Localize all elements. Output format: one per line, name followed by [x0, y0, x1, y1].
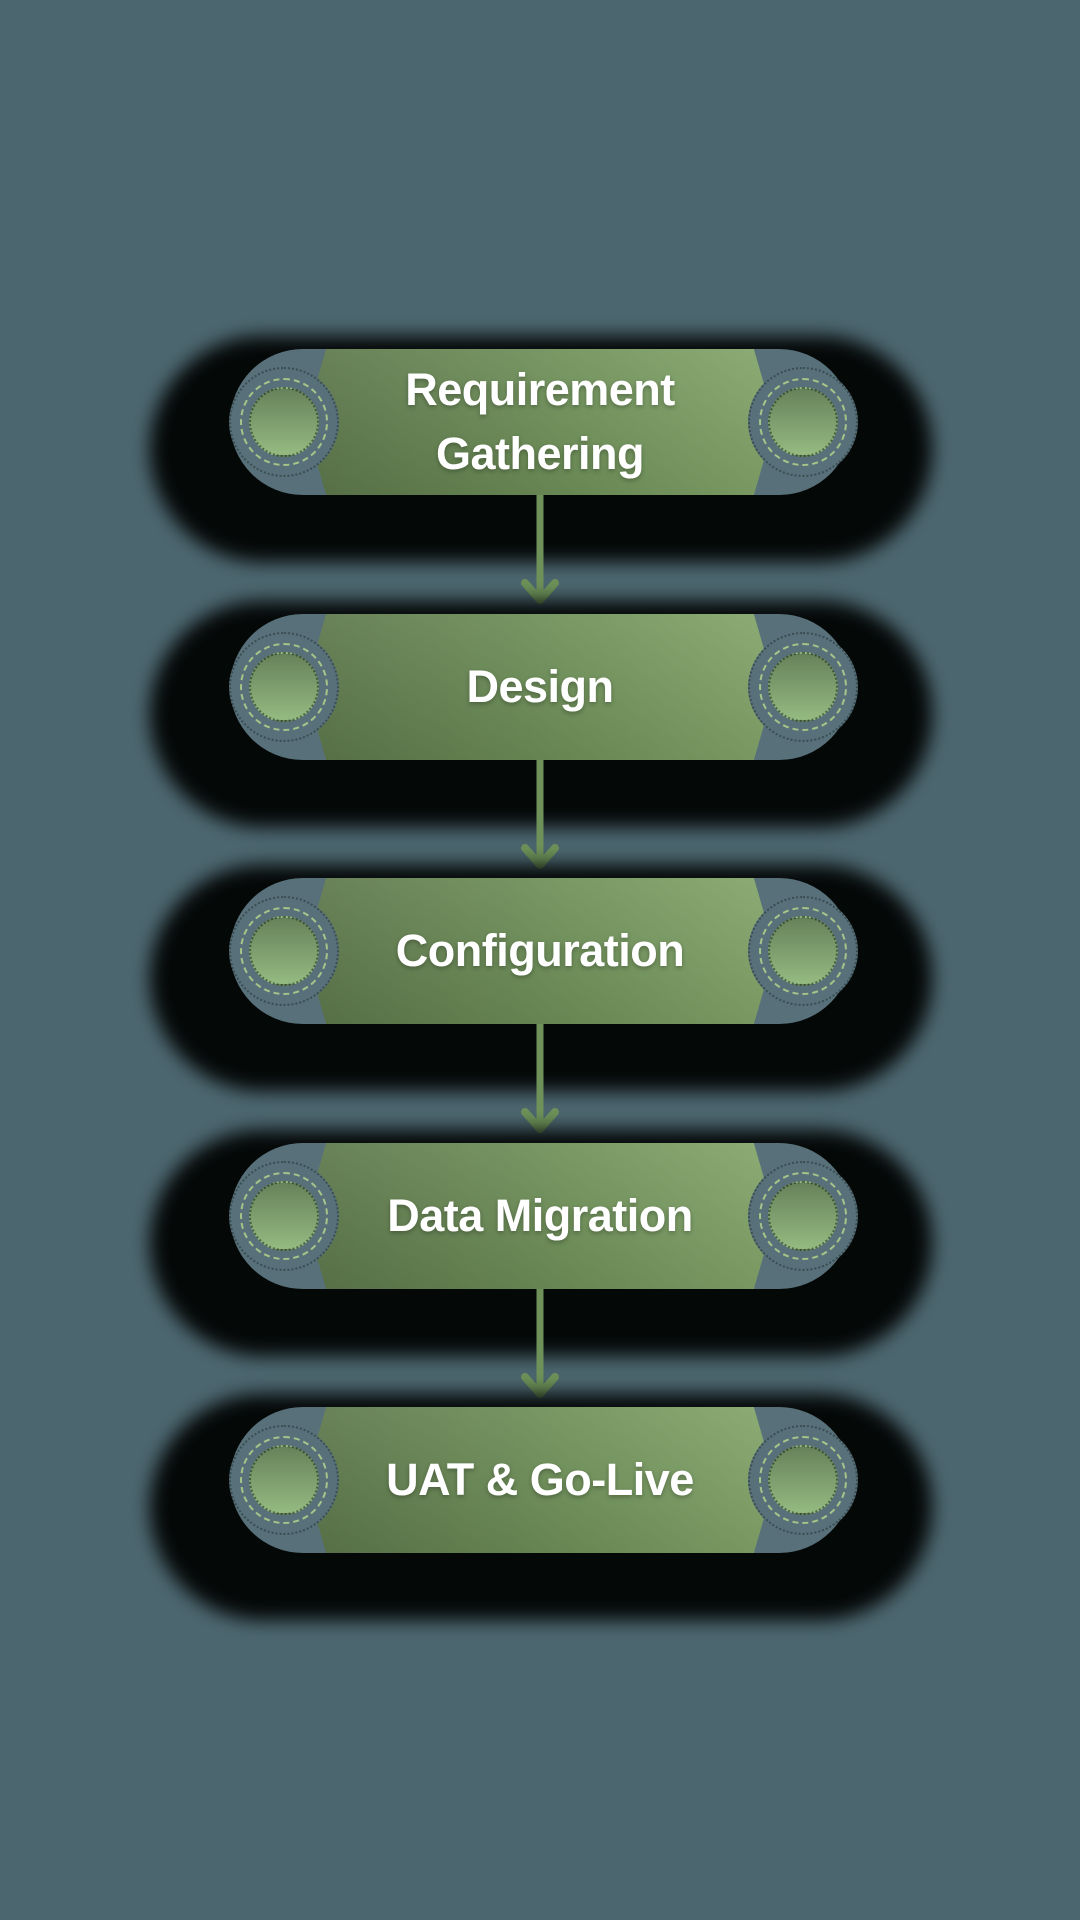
- circle-core-left: [249, 916, 319, 986]
- circle-core-left: [249, 387, 319, 457]
- stage-configuration: Configuration: [0, 865, 1080, 1091]
- stage-design: Design: [0, 601, 1080, 827]
- circle-core-right: [768, 1445, 838, 1515]
- circle-core-right: [768, 387, 838, 457]
- dashed-ring-left: [240, 907, 328, 995]
- dashed-ring-right: [759, 643, 847, 731]
- stage-label: Configuration: [395, 925, 685, 976]
- stage-banner: Configuration: [305, 878, 775, 1024]
- stage-banner: Requirement Gathering: [305, 349, 775, 495]
- dashed-ring-left: [240, 378, 328, 466]
- stage-banner: UAT & Go-Live: [305, 1407, 775, 1553]
- stage-banner: Data Migration: [305, 1143, 775, 1289]
- dashed-ring-left: [240, 1436, 328, 1524]
- stage-label: Requirement Gathering: [405, 364, 675, 479]
- stage-label: Data Migration: [387, 1190, 693, 1241]
- dashed-ring-left: [240, 1172, 328, 1260]
- stage-banner: Design: [305, 614, 775, 760]
- stage-requirement-gathering: Requirement Gathering: [0, 336, 1080, 562]
- stage-data-migration: Data Migration: [0, 1130, 1080, 1356]
- stage-label: UAT & Go-Live: [386, 1454, 694, 1505]
- arrow-down-icon: [521, 1289, 559, 1398]
- arrow-down-icon: [521, 1024, 559, 1133]
- dashed-ring-right: [759, 1436, 847, 1524]
- circle-core-right: [768, 652, 838, 722]
- arrow-down-icon: [521, 495, 559, 604]
- circle-core-right: [768, 916, 838, 986]
- arrow-down-icon: [521, 760, 559, 869]
- stage-uat-go-live: UAT & Go-Live: [0, 1394, 1080, 1620]
- dashed-ring-right: [759, 907, 847, 995]
- circle-core-left: [249, 652, 319, 722]
- circle-core-left: [249, 1181, 319, 1251]
- stage-label: Design: [466, 661, 614, 712]
- dashed-ring-right: [759, 1172, 847, 1260]
- circle-core-right: [768, 1181, 838, 1251]
- circle-core-left: [249, 1445, 319, 1515]
- dashed-ring-left: [240, 643, 328, 731]
- dashed-ring-right: [759, 378, 847, 466]
